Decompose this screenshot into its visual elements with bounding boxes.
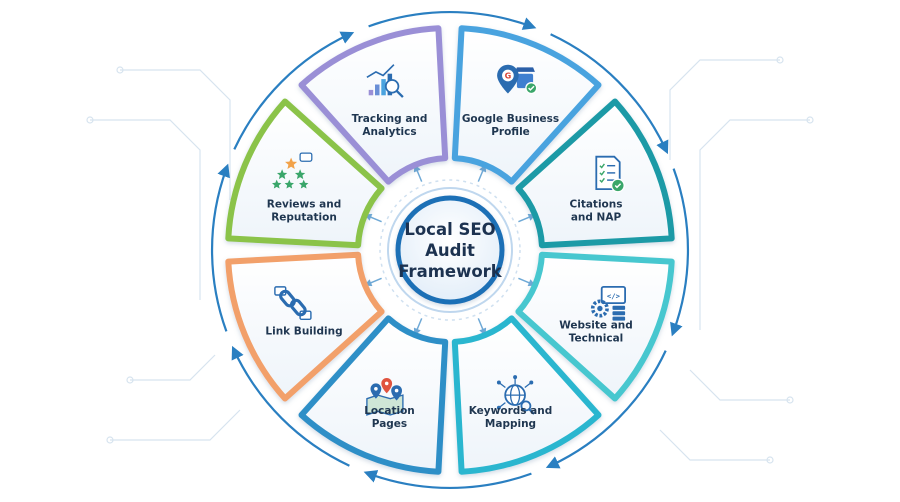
spoke-line <box>364 277 382 287</box>
citations-checklist-icon <box>595 155 625 193</box>
spoke-line <box>413 164 423 182</box>
website-technical-icon: </> <box>590 286 626 321</box>
segment-card-website <box>515 251 675 402</box>
center-circle <box>395 195 505 305</box>
center-title-line-2: Audit <box>425 241 475 260</box>
svg-text:G: G <box>505 71 512 81</box>
segment-label-keywords-2: Mapping <box>485 418 536 430</box>
svg-text:</>: </> <box>607 292 621 301</box>
cycle-arrow <box>670 168 689 337</box>
segment-label-tracking-1: Tracking and <box>352 113 428 125</box>
segment-label-tracking-2: Analytics <box>362 126 416 138</box>
cycle-arrow <box>233 31 355 150</box>
segment-label-keywords-1: Keywords and <box>469 405 553 417</box>
segment-label-gbp-1: Google Business <box>462 113 559 125</box>
segment-label-reviews-2: Reputation <box>271 212 337 224</box>
segment-card-gbp <box>451 25 602 185</box>
cycle-arrow <box>550 33 669 155</box>
circuit-decoration <box>86 56 814 464</box>
location-map-icon <box>366 378 404 416</box>
segment-card-reviews <box>225 98 385 249</box>
segment-label-website-2: Technical <box>569 333 624 345</box>
spoke-line <box>364 213 382 223</box>
segment-card-citations <box>515 98 675 249</box>
keywords-globe-icon <box>496 375 535 415</box>
spoke-line <box>477 318 487 336</box>
segment-label-location-2: Pages <box>372 418 407 430</box>
cycle-arrow <box>363 470 532 489</box>
spoke-line <box>518 213 536 223</box>
center-outer-ring <box>387 187 513 313</box>
cycle-arrow <box>231 345 350 467</box>
cycle-arrow <box>368 11 537 30</box>
segment-label-citations-2: and NAP <box>571 212 622 224</box>
outer-cycle-ring <box>211 11 689 489</box>
segment-label-reviews-1: Reviews and <box>267 199 341 211</box>
analytics-chart-icon <box>366 64 404 98</box>
segment-card-tracking <box>298 25 449 185</box>
center-dashed-ring <box>379 179 521 321</box>
center-hub[interactable]: Local SEO Audit Framework <box>379 179 521 321</box>
segment-label-website-1: Website and <box>559 320 633 332</box>
segment-label-citations-1: Citations <box>570 199 623 211</box>
google-business-profile-icon: G <box>497 64 538 95</box>
segment-label-links-1: Link Building <box>265 326 342 338</box>
segment-label-gbp-2: Profile <box>491 126 530 138</box>
link-chain-icon <box>274 286 312 321</box>
segment-card-links <box>225 251 385 402</box>
spoke-line <box>477 164 487 182</box>
spoke-line <box>518 277 536 287</box>
center-spokes <box>364 164 536 336</box>
center-title-line-1: Local SEO <box>404 220 495 239</box>
center-title-line-3: Framework <box>398 262 503 281</box>
segment-links[interactable]: Link Building <box>225 251 385 402</box>
segment-card-keywords <box>451 315 602 475</box>
cycle-arrow <box>545 350 667 469</box>
spoke-line <box>413 318 423 336</box>
review-stars-icon <box>272 152 313 189</box>
segment-label-location-1: Location <box>364 405 415 417</box>
cycle-arrow <box>211 163 230 332</box>
